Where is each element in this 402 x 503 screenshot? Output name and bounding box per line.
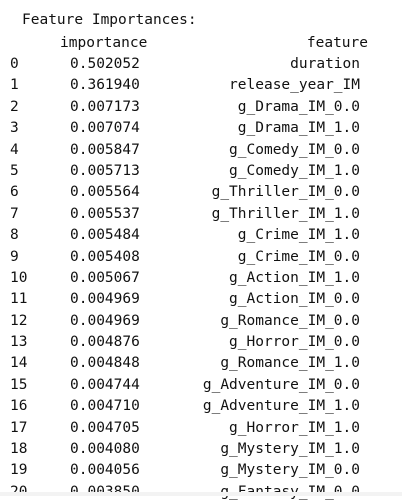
table-row: 8 0.005484 g_Crime_IM_1.0 [0, 225, 402, 246]
row-importance: 0.005713 [70, 162, 140, 179]
row-feature: g_Action_IM_1.0 [229, 269, 360, 286]
row-importance: 0.004969 [70, 312, 140, 329]
table-row: 1 0.361940 release_year_IM [0, 75, 402, 96]
row-index: 0 [10, 56, 19, 72]
row-importance: 0.004710 [70, 398, 140, 415]
row-feature: release_year_IM [229, 77, 360, 94]
row-importance: 0.004056 [70, 462, 140, 479]
table-rows: 0 0.502052 duration 1 0.361940 release_year_I… [0, 54, 402, 503]
row-feature: g_Romance_IM_1.0 [220, 355, 360, 372]
row-importance: 0.004848 [70, 355, 140, 372]
row-importance: 0.004876 [70, 334, 140, 351]
row-importance: 0.361940 [70, 77, 140, 94]
row-importance: 0.004705 [70, 419, 140, 436]
row-feature: g_Action_IM_0.0 [229, 291, 360, 308]
table-row: 10 0.005067 g_Action_IM_1.0 [0, 268, 402, 289]
row-index: 6 [10, 184, 19, 201]
row-feature: g_Drama_IM_0.0 [237, 98, 360, 115]
table-row: 15 0.004744 g_Adventure_IM_0.0 [0, 375, 402, 396]
row-importance: 0.005484 [70, 227, 140, 244]
row-importance: 0.005408 [70, 248, 140, 265]
row-index: 16 [10, 398, 28, 415]
table-row: 2 0.007173 g_Drama_IM_0.0 [0, 97, 402, 118]
row-importance: 0.004080 [70, 441, 140, 458]
row-feature: g_Mystery_IM_0.0 [220, 462, 360, 479]
row-index: 18 [10, 441, 28, 458]
row-index: 15 [10, 376, 28, 393]
row-index: 7 [10, 205, 19, 222]
row-feature: g_Horror_IM_1.0 [229, 419, 360, 436]
column-header-importance: importance [60, 35, 148, 51]
table-row: 19 0.004056 g_Mystery_IM_0.0 [0, 460, 402, 481]
table-row: 11 0.004969 g_Action_IM_0.0 [0, 289, 402, 310]
row-feature: g_Thriller_IM_0.0 [211, 184, 360, 201]
table-row: 7 0.005537 g_Thriller_IM_1.0 [0, 204, 402, 225]
row-feature: g_Comedy_IM_1.0 [229, 162, 360, 179]
row-index: 9 [10, 248, 19, 265]
row-index: 14 [10, 355, 28, 372]
row-importance: 0.007074 [70, 120, 140, 137]
row-feature: g_Drama_IM_1.0 [237, 120, 360, 137]
row-feature: g_Horror_IM_0.0 [229, 334, 360, 351]
row-importance: 0.502052 [70, 56, 140, 72]
row-index: 5 [10, 162, 19, 179]
table-row: 12 0.004969 g_Romance_IM_0.0 [0, 311, 402, 332]
row-index: 10 [10, 269, 28, 286]
table-row: 14 0.004848 g_Romance_IM_1.0 [0, 353, 402, 374]
table-row: 9 0.005408 g_Crime_IM_0.0 [0, 247, 402, 268]
row-feature: duration [290, 56, 360, 72]
table-row: 17 0.004705 g_Horror_IM_1.0 [0, 418, 402, 439]
row-index: 8 [10, 227, 19, 244]
table-row: 13 0.004876 g_Horror_IM_0.0 [0, 332, 402, 353]
table-row: 3 0.007074 g_Drama_IM_1.0 [0, 118, 402, 139]
output-title: Feature Importances: [22, 12, 197, 28]
row-feature: g_Comedy_IM_0.0 [229, 141, 360, 158]
row-index: 1 [10, 77, 19, 94]
row-feature: g_Adventure_IM_1.0 [202, 398, 360, 415]
row-index: 13 [10, 334, 28, 351]
row-feature: g_Crime_IM_0.0 [237, 248, 360, 265]
row-importance: 0.005847 [70, 141, 140, 158]
table-row: 4 0.005847 g_Comedy_IM_0.0 [0, 140, 402, 161]
row-importance: 0.004744 [70, 376, 140, 393]
row-importance: 0.005067 [70, 269, 140, 286]
table-row: 18 0.004080 g_Mystery_IM_1.0 [0, 439, 402, 460]
column-header-feature: feature [306, 35, 368, 51]
table-row: 5 0.005713 g_Comedy_IM_1.0 [0, 161, 402, 182]
row-feature: g_Thriller_IM_1.0 [211, 205, 360, 222]
table-row: 0 0.502052 duration [0, 54, 402, 75]
bottom-edge [0, 492, 402, 496]
row-importance: 0.005564 [70, 184, 140, 201]
table-row: 6 0.005564 g_Thriller_IM_0.0 [0, 182, 402, 203]
row-index: 2 [10, 98, 19, 115]
row-importance: 0.005537 [70, 205, 140, 222]
row-feature: g_Crime_IM_1.0 [237, 227, 360, 244]
table-row: 16 0.004710 g_Adventure_IM_1.0 [0, 396, 402, 417]
row-feature: g_Romance_IM_0.0 [220, 312, 360, 329]
row-index: 3 [10, 120, 19, 137]
row-feature: g_Adventure_IM_0.0 [202, 376, 360, 393]
row-index: 12 [10, 312, 28, 329]
row-index: 17 [10, 419, 28, 436]
row-feature: g_Mystery_IM_1.0 [220, 441, 360, 458]
row-importance: 0.004969 [70, 291, 140, 308]
row-index: 11 [10, 291, 28, 308]
row-index: 4 [10, 141, 19, 158]
row-importance: 0.007173 [70, 98, 140, 115]
row-index: 19 [10, 462, 28, 479]
